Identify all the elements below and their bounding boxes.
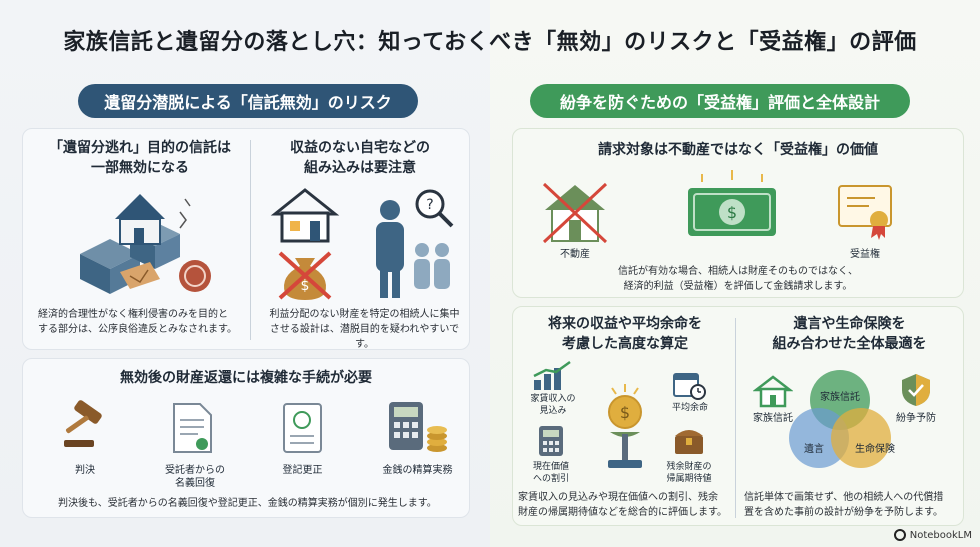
right-block1-body: 信託が有効な場合、相続人は財産そのものではなく、 経済的利益（受益権）を評価して… bbox=[560, 264, 916, 294]
svg-text:?: ? bbox=[426, 197, 433, 213]
item-name-recovery-line2: 名義回復 bbox=[175, 478, 215, 489]
banknote-icon: $ bbox=[688, 170, 776, 236]
small-calculator-icon bbox=[539, 426, 563, 456]
block1-body-line1: 経済的合理性がなく権利侵害のみを目的と bbox=[38, 309, 228, 320]
left-vertical-divider bbox=[250, 140, 251, 340]
right-block2-body: 家賃収入の見込みや現在価値への割引、残余 財産の帰属期待値などを総合的に評価しま… bbox=[518, 490, 730, 520]
right-block3-body-line2: 置を含めた事前の設計が紛争を予防します。 bbox=[744, 507, 943, 518]
residual-property-label: 残余財産の 帰属期待値 bbox=[654, 461, 724, 485]
people-question-icon: ? bbox=[376, 189, 454, 298]
block2-body: 利益分配のない財産を特定の相続人に集中 させる設計は、潜脱目的を疑われやすいです… bbox=[262, 307, 467, 352]
right-block3-heading-line1: 遺言や生命保険を bbox=[793, 316, 906, 332]
svg-text:$: $ bbox=[301, 278, 310, 294]
right-block1-body-line1: 信託が有効な場合、相続人は財産そのものではなく、 bbox=[618, 266, 858, 277]
present-value-line1: 現在価値 bbox=[532, 462, 569, 472]
present-value-line2: への割引 bbox=[532, 474, 569, 484]
venn-diagram bbox=[789, 370, 891, 468]
right-block3-heading-line2: 組み合わせた全体最適を bbox=[772, 336, 927, 352]
rent-income-line1: 家賃収入の bbox=[530, 394, 576, 404]
venn-label-family-trust: 家族信託 bbox=[820, 392, 860, 403]
item-settlement-label: 金銭の精算実務 bbox=[370, 464, 465, 477]
right-bottom-card bbox=[512, 306, 964, 526]
block2-body-line1: 利益分配のない財産を特定の相続人に集中 bbox=[269, 309, 460, 320]
right-block2-body-line1: 家賃収入の見込みや現在価値への割引、残余 bbox=[518, 492, 718, 503]
present-value-label: 現在価値 への割引 bbox=[518, 461, 584, 485]
calendar-clock-icon bbox=[673, 373, 706, 400]
block3-heading: 無効後の財産返還には複雑な手続が必要 bbox=[120, 370, 372, 386]
block3-body: 判決後も、受託者からの名義回復や登記更正、金銭の精算実務が個別に発生します。 bbox=[58, 498, 437, 509]
treasure-chest-icon bbox=[675, 430, 703, 454]
beneficial-interest-label: 受益権 bbox=[850, 249, 880, 260]
right-block2-heading-line1: 将来の収益や平均余命を bbox=[548, 316, 702, 332]
item-name-recovery-label: 受託者からの 名義回復 bbox=[150, 464, 240, 490]
block1-heading-line1: 「遺留分逃れ」目的の信託は bbox=[49, 140, 231, 156]
notebooklm-brand-text: NotebookLM bbox=[909, 529, 972, 541]
right-block3-heading: 遺言や生命保険を 組み合わせた全体最適を bbox=[742, 314, 957, 354]
house-outline-icon bbox=[270, 188, 340, 243]
family-trust-house-icon bbox=[753, 375, 793, 408]
item-registration-line1: 登記更正 bbox=[282, 465, 323, 476]
gavel-icon bbox=[64, 400, 102, 447]
broken-house-icon bbox=[80, 194, 211, 294]
block2-heading-line2: 組み込みは要注意 bbox=[304, 160, 416, 176]
svg-text:$: $ bbox=[620, 403, 630, 422]
right-block1-heading: 請求対象は不動産ではなく「受益権」の価値 bbox=[598, 142, 878, 158]
item-name-recovery-line1: 受託者からの bbox=[165, 465, 225, 476]
dispute-prevention-label: 紛争予防 bbox=[896, 413, 936, 424]
right-block3-body-line1: 信託単体で画策せず、他の相続人への代償措 bbox=[744, 492, 944, 503]
registration-certificate-icon bbox=[283, 403, 322, 453]
residual-property-line1: 残余財産の bbox=[666, 462, 712, 472]
real-estate-label: 不動産 bbox=[560, 249, 590, 260]
family-trust-label: 家族信託 bbox=[753, 413, 793, 424]
beneficial-interest-certificate-icon bbox=[838, 185, 892, 240]
right-section-pill: 紛争を防ぐための「受益権」評価と全体設計 bbox=[530, 84, 910, 118]
block1-body: 経済的合理性がなく権利侵害のみを目的と する部分は、公序良俗違反とみなされます。 bbox=[38, 307, 248, 337]
right-block2-heading-line2: 考慮した高度な算定 bbox=[562, 336, 688, 352]
block1-body-line2: する部分は、公序良俗違反とみなされます。 bbox=[38, 324, 237, 335]
right-block3-body: 信託単体で画策せず、他の相続人への代償措 置を含めた事前の設計が紛争を予防します… bbox=[744, 490, 959, 520]
shield-icon bbox=[902, 374, 930, 406]
real-estate-crossed-icon bbox=[542, 182, 608, 244]
block1-heading-line2: 一部無効になる bbox=[91, 160, 189, 176]
right-block2-body-line2: 財産の帰属期待値などを総合的に評価します。 bbox=[518, 507, 727, 518]
document-icon bbox=[173, 403, 212, 453]
money-bag-crossed-icon: $ bbox=[278, 251, 332, 300]
venn-label-will: 遺言 bbox=[804, 444, 824, 455]
item-registration-label: 登記更正 bbox=[260, 464, 345, 477]
residual-property-line2: 帰属期待値 bbox=[666, 474, 712, 484]
block1-heading: 「遺留分逃れ」目的の信託は 一部無効になる bbox=[30, 138, 250, 178]
rent-income-line2: 見込み bbox=[539, 406, 567, 416]
venn-label-life-insurance: 生命保険 bbox=[855, 444, 895, 455]
right-block1-body-line2: 経済的利益（受益権）を評価して金銭請求します。 bbox=[623, 281, 853, 292]
item-settlement-line1: 金銭の精算実務 bbox=[382, 465, 453, 476]
rent-income-label: 家賃収入の 見込み bbox=[518, 393, 588, 417]
notebooklm-logo-icon bbox=[893, 529, 906, 541]
scale-coin-icon: $ bbox=[608, 384, 642, 468]
right-block2-heading: 将来の収益や平均余命を 考慮した高度な算定 bbox=[520, 314, 730, 354]
life-expectancy-label: 平均余命 bbox=[671, 403, 708, 413]
page-title: 家族信託と遺留分の落とし穴：知っておくべき「無効」のリスクと「受益権」の評価 bbox=[63, 30, 917, 55]
block2-heading: 収益のない自宅などの 組み込みは要注意 bbox=[255, 138, 465, 178]
right-vertical-divider bbox=[735, 318, 736, 518]
block2-heading-line1: 収益のない自宅などの bbox=[290, 140, 430, 156]
block2-body-line2: させる設計は、潜脱目的を疑われやすいです。 bbox=[269, 324, 460, 350]
left-section-pill: 遺留分潜脱による「信託無効」のリスク bbox=[78, 84, 418, 118]
calculator-coins-icon bbox=[389, 402, 447, 452]
item-judgment-line1: 判決 bbox=[75, 465, 95, 476]
item-judgment-label: 判決 bbox=[45, 464, 125, 477]
bar-chart-icon bbox=[533, 360, 571, 390]
notebooklm-watermark: NotebookLM bbox=[893, 529, 972, 541]
svg-text:$: $ bbox=[727, 203, 737, 222]
